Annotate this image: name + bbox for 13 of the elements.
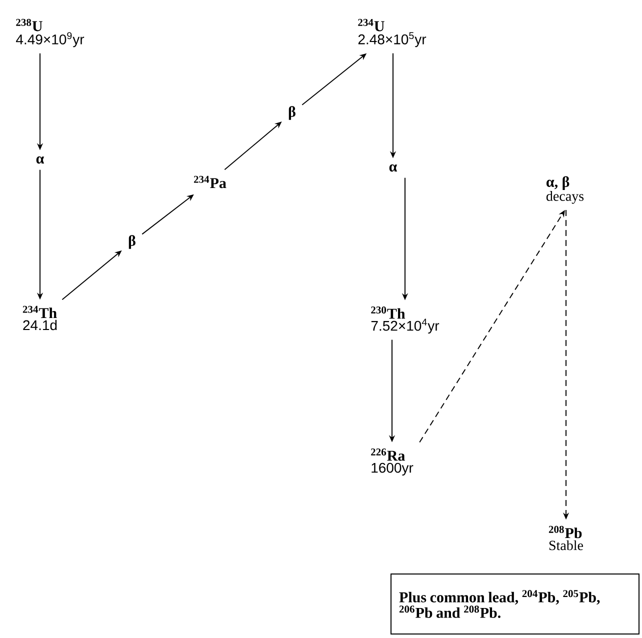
isotope-label: $^{230}$Th 7.52×10$^{4}$yr bbox=[371, 306, 440, 334]
isotope-label: $^{234}$Pa bbox=[194, 176, 226, 188]
isotope-label: $^{238}$U 4.49×10$^{9}$yr bbox=[16, 18, 84, 48]
isotope-label: $^{234}$U 2.48×10$^{5}$yr bbox=[358, 18, 426, 48]
decay-symbol: α bbox=[36, 156, 44, 164]
note-box: Plus common lead, $^{204}$Pb, $^{205}$Pb, $^{206}$Pb and $^{208}$Pb. bbox=[390, 574, 640, 634]
isotope-label: $^{208}$Pb Stable bbox=[548, 526, 584, 550]
decay-symbol: α bbox=[389, 164, 398, 172]
decay-symbol: α, β decays bbox=[546, 176, 584, 204]
isotope-label: $^{226}$Ra 1600yr bbox=[371, 448, 414, 476]
decay-symbol: β bbox=[288, 106, 296, 120]
decay-symbol: β bbox=[128, 235, 136, 249]
isotope-label: $^{234}$Th 24.1d bbox=[22, 306, 57, 330]
